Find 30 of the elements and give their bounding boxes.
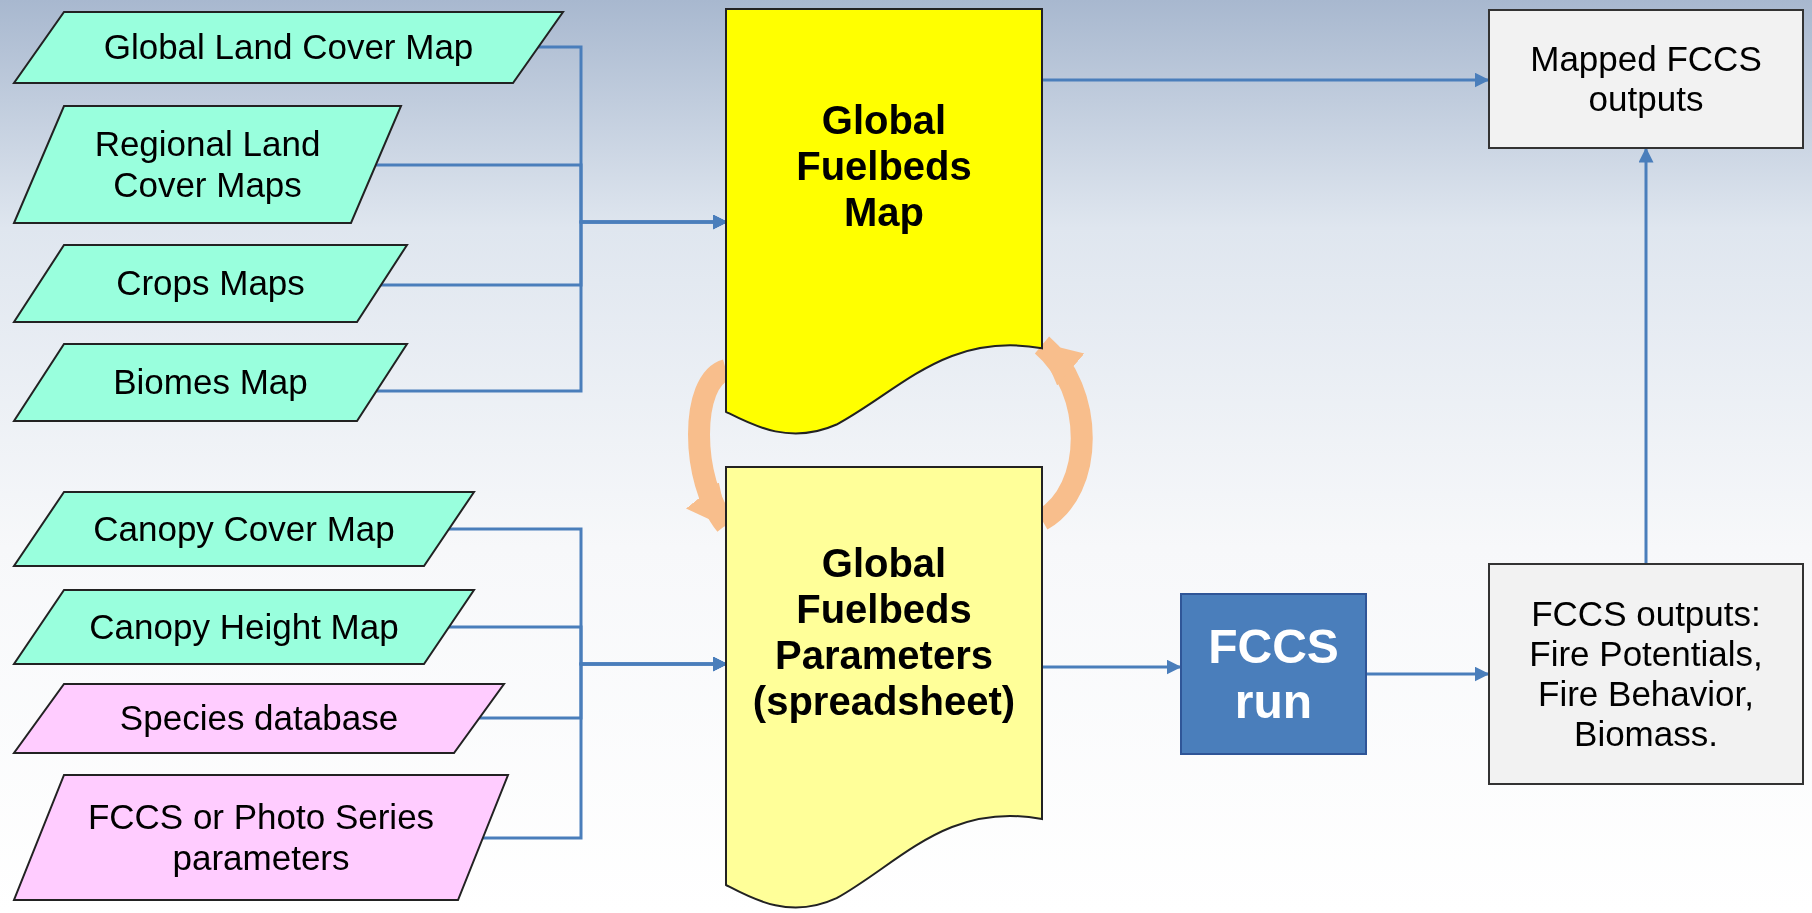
arrow [1638, 147, 1654, 563]
node-label: Canopy Cover Map [93, 508, 395, 550]
process-box [1488, 9, 1804, 149]
input-parallelogram [14, 106, 401, 223]
input-parallelogram [14, 12, 563, 83]
input-parallelogram [14, 590, 474, 664]
process-box [1180, 593, 1367, 755]
node-label: Canopy Height Map [89, 606, 399, 648]
document-shape [726, 467, 1042, 907]
input-parallelogram [14, 684, 504, 753]
node-label: Crops Maps [116, 263, 305, 304]
node-label: Species database [119, 698, 399, 739]
node-label: Regional Land Cover Maps [93, 124, 322, 205]
input-parallelogram [14, 492, 474, 566]
node-label: Mapped FCCS outputs [1529, 38, 1763, 120]
input-parallelogram [14, 344, 407, 421]
node-label: Global Fuelbeds Parameters (spreadsheet) [751, 540, 1017, 724]
input-parallelogram [14, 245, 407, 322]
node-label: FCCS run [1207, 618, 1340, 730]
node-label: Biomes Map [113, 362, 308, 403]
process-box [1488, 563, 1804, 785]
input-parallelogram [14, 775, 508, 900]
node-label: Global Fuelbeds Map [795, 97, 973, 235]
document-shape [726, 9, 1042, 433]
arrow [1042, 659, 1182, 675]
node-label: FCCS outputs: Fire Potentials, Fire Behavior, Biomass. [1528, 593, 1764, 755]
arrow [1042, 72, 1490, 88]
arrow [1367, 666, 1490, 682]
node-label: FCCS or Photo Series parameters [86, 797, 436, 878]
node-label: Global Land Cover Map [103, 27, 474, 68]
